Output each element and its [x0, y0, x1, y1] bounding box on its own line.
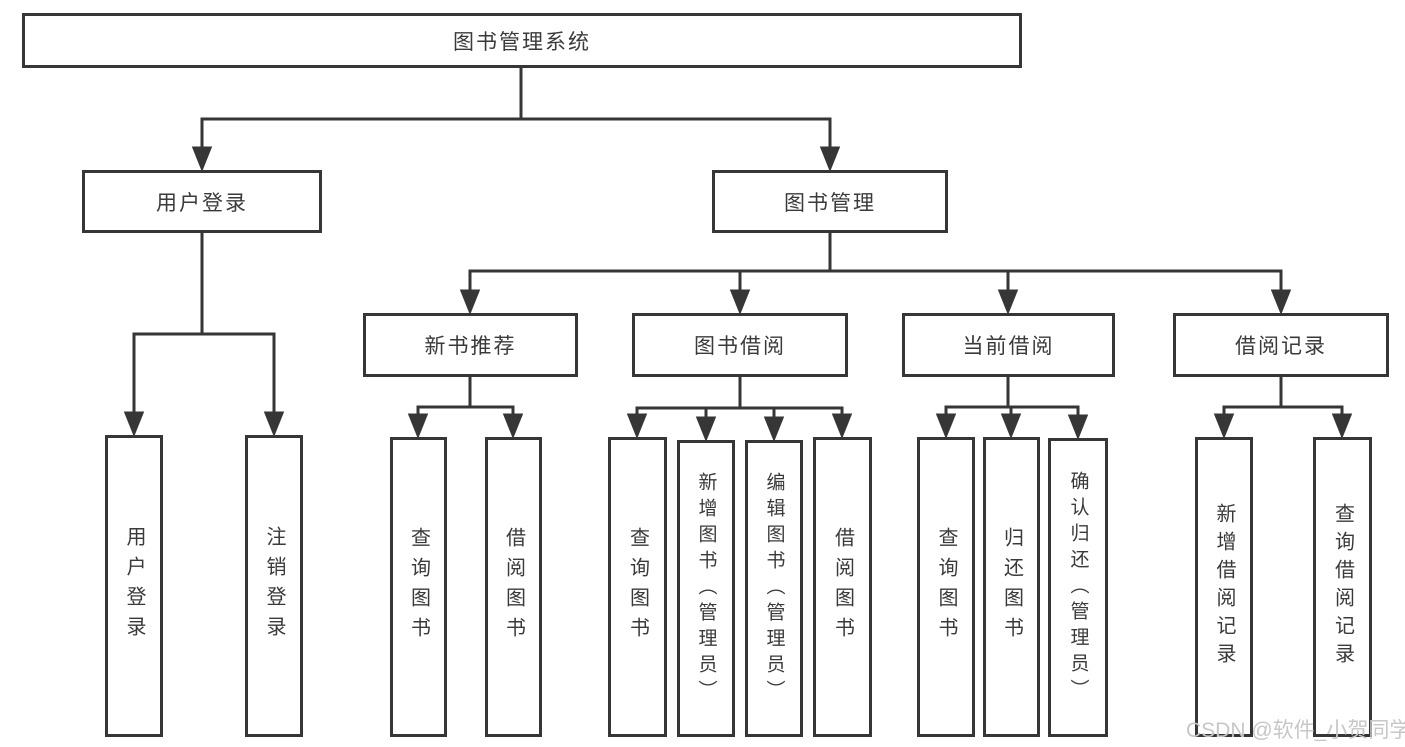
- leaf-user-login: 用户登录: [105, 435, 163, 737]
- leaf-borrow-books-recommend: 借阅图书: [485, 437, 542, 737]
- leaf-borrow-books-borrowing: 借阅图书: [813, 437, 872, 737]
- node-book-management: 图书管理: [712, 170, 948, 233]
- leaf-add-borrow-record: 新增借阅记录: [1195, 437, 1253, 737]
- leaf-confirm-return-admin: 确认归还（管理员）: [1048, 438, 1108, 737]
- node-user-login: 用户登录: [82, 170, 322, 233]
- node-book-borrowing: 图书借阅: [632, 313, 848, 377]
- node-current-borrowing: 当前借阅: [902, 313, 1115, 377]
- leaf-user-login-label: 用户登录: [123, 526, 145, 646]
- node-borrowing-records-label: 借阅记录: [1235, 335, 1327, 358]
- leaf-query-books-borrowing: 查询图书: [608, 437, 667, 737]
- leaf-query-books-borrowing-label: 查询图书: [626, 527, 649, 647]
- leaf-return-books-label: 归还图书: [1000, 527, 1023, 647]
- leaf-borrow-books-borrowing-label: 借阅图书: [831, 527, 854, 647]
- leaf-query-books-current: 查询图书: [917, 437, 975, 737]
- leaf-logout: 注销登录: [245, 435, 303, 737]
- node-user-login-label: 用户登录: [156, 191, 248, 215]
- leaf-add-borrow-record-label: 新增借阅记录: [1213, 503, 1235, 671]
- leaf-confirm-return-admin-label: 确认归还（管理员）: [1067, 470, 1089, 705]
- leaf-edit-book-admin-label: 编辑图书（管理员）: [763, 471, 785, 706]
- leaf-query-borrow-record-label: 查询借阅记录: [1331, 503, 1354, 671]
- leaf-query-books-recommend-label: 查询图书: [407, 527, 430, 647]
- node-book-borrowing-label: 图书借阅: [694, 335, 786, 358]
- leaf-edit-book-admin: 编辑图书（管理员）: [745, 440, 803, 737]
- node-borrowing-records: 借阅记录: [1173, 313, 1389, 377]
- leaf-logout-label: 注销登录: [263, 526, 285, 646]
- node-current-borrowing-label: 当前借阅: [962, 335, 1055, 358]
- leaf-borrow-books-recommend-label: 借阅图书: [502, 527, 525, 647]
- node-new-book-recommendation: 新书推荐: [363, 313, 578, 377]
- node-root-label: 图书管理系统: [453, 30, 591, 54]
- leaf-add-book-admin-label: 新增图书（管理员）: [695, 471, 717, 706]
- node-book-management-label: 图书管理: [784, 191, 876, 215]
- node-root: 图书管理系统: [22, 13, 1022, 68]
- leaf-query-books-current-label: 查询图书: [935, 527, 957, 647]
- leaf-return-books: 归还图书: [983, 437, 1040, 737]
- leaf-query-borrow-record: 查询借阅记录: [1313, 437, 1372, 737]
- csdn-watermark: CSDN @软件_小贺同学: [1186, 719, 1405, 742]
- node-new-book-recommendation-label: 新书推荐: [424, 335, 517, 358]
- leaf-add-book-admin: 新增图书（管理员）: [677, 440, 735, 737]
- leaf-query-books-recommend: 查询图书: [390, 437, 447, 737]
